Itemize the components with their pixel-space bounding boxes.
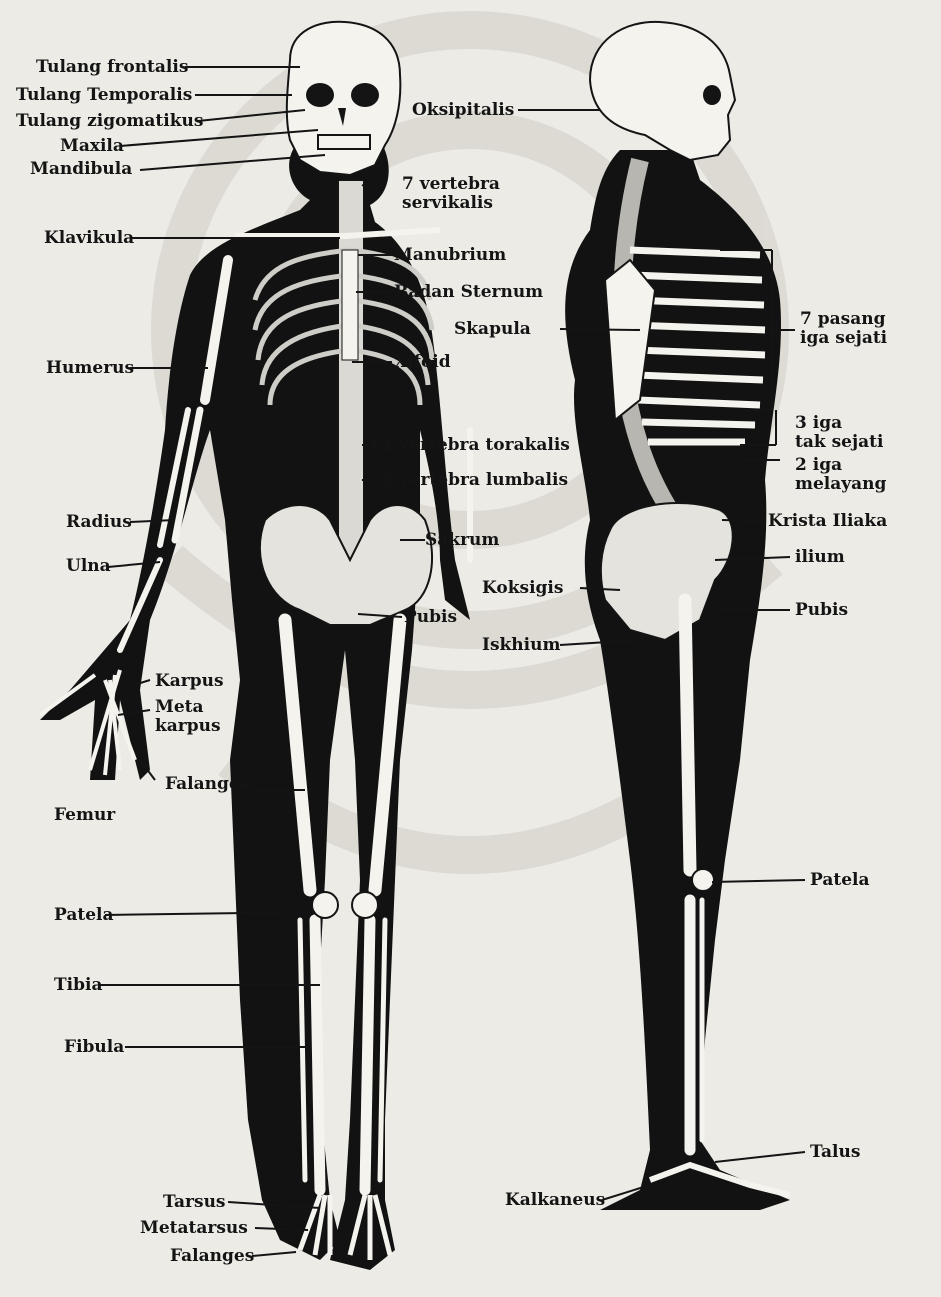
label-servikalis-line-2: servikalis — [402, 194, 500, 213]
label-iga-sejati-line-1: 7 pasang — [800, 310, 887, 329]
label-tibia: Tibia — [54, 976, 102, 995]
label-metatarsus: Metatarsus — [140, 1219, 248, 1238]
label-maxila: Maxila — [60, 137, 124, 156]
label-karpus: Karpus — [155, 672, 224, 691]
front-body-silhouette — [40, 140, 470, 1270]
label-falanges-foot: Falanges — [170, 1247, 254, 1266]
label-iskhium: Iskhium — [482, 636, 560, 655]
front-teeth — [318, 135, 370, 149]
side-patela — [692, 869, 714, 891]
label-tarsus: Tarsus — [163, 1193, 226, 1212]
label-femur: Femur — [54, 806, 115, 825]
label-pubis-front: Pubis — [404, 608, 457, 627]
label-iga-tak-sejati-line-2: tak sejati — [795, 433, 883, 452]
label-kalkaneus: Kalkaneus — [505, 1191, 605, 1210]
label-vertebra-lumbalis: 5 vertebra lumbalis — [382, 471, 568, 490]
front-right-eye-socket — [351, 83, 379, 107]
label-metakarpus-line-2: karpus — [155, 717, 221, 736]
label-talus: Talus — [810, 1143, 860, 1162]
side-eye-socket — [703, 85, 721, 105]
label-iga-sejati: 7 pasang iga sejati — [800, 310, 887, 348]
label-oksipitalis: Oksipitalis — [412, 101, 514, 120]
front-sternum — [342, 250, 358, 360]
label-iga-sejati-line-2: iga sejati — [800, 329, 887, 348]
label-patela-front: Patela — [54, 906, 113, 925]
label-iga-melayang-line-2: melayang — [795, 475, 886, 494]
label-xifoid: Xifoid — [394, 353, 451, 372]
front-right-patela — [352, 892, 378, 918]
label-servikalis-line-1: 7 vertebra — [402, 175, 500, 194]
label-falanges-hand: Falanges — [165, 775, 249, 794]
label-manubrium: Manubrium — [394, 246, 506, 265]
front-left-eye-socket — [306, 83, 334, 107]
label-vertebra-servikalis: 7 vertebra servikalis — [402, 175, 500, 213]
label-iga-melayang-line-1: 2 iga — [795, 456, 886, 475]
label-ulna: Ulna — [66, 557, 111, 576]
label-mandibula: Mandibula — [30, 160, 132, 179]
label-ilium: ilium — [795, 548, 845, 567]
label-tulang-zigomatikus: Tulang zigomatikus — [16, 112, 203, 131]
label-vertebra-torakalis: 12 Vertebra torakalis — [368, 436, 570, 455]
label-koksigis: Koksigis — [482, 579, 563, 598]
label-sakrum: Sakrum — [425, 531, 499, 550]
label-pubis-side: Pubis — [795, 601, 848, 620]
label-radius: Radius — [66, 513, 132, 532]
front-spine — [338, 180, 364, 600]
label-humerus: Humerus — [46, 359, 134, 378]
label-krista-iliaka: Krista Iliaka — [768, 512, 887, 531]
label-badan-sternum: Badan Sternum — [394, 283, 543, 302]
label-iga-melayang: 2 iga melayang — [795, 456, 886, 494]
label-metakarpus: Meta karpus — [155, 698, 221, 736]
front-left-patela — [312, 892, 338, 918]
label-fibula: Fibula — [64, 1038, 124, 1057]
label-tulang-temporalis: Tulang Temporalis — [16, 86, 192, 105]
label-metakarpus-line-1: Meta — [155, 698, 221, 717]
label-iga-tak-sejati: 3 iga tak sejati — [795, 414, 883, 452]
label-klavikula: Klavikula — [44, 229, 134, 248]
label-skapula: Skapula — [454, 320, 531, 339]
label-iga-tak-sejati-line-1: 3 iga — [795, 414, 883, 433]
label-patela-side: Patela — [810, 871, 869, 890]
label-tulang-frontalis: Tulang frontalis — [36, 58, 188, 77]
